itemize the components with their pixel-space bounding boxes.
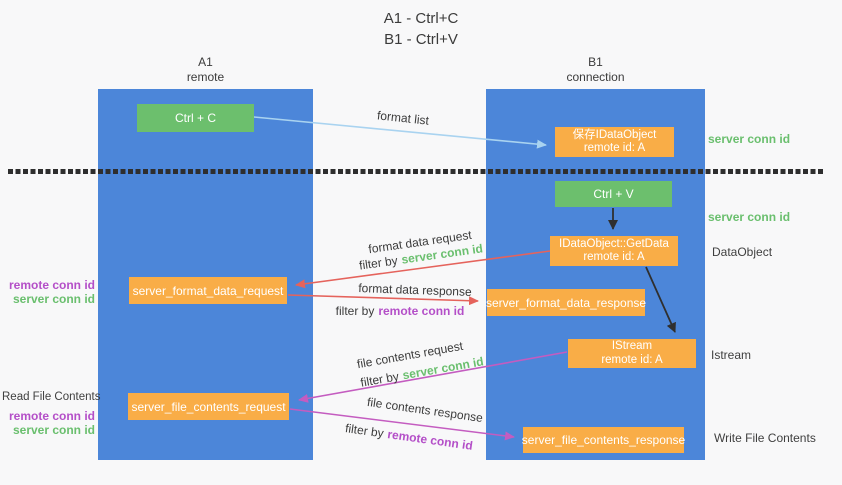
- ctrl-v-label: Ctrl + V: [593, 187, 634, 201]
- left-server-conn-id-label-1: server conn id: [12, 292, 95, 306]
- left-remote-conn-id-label-2: remote conn id: [8, 409, 95, 423]
- write-file-contents-label: Write File Contents: [714, 431, 816, 445]
- left-remote-conn-id-label-1: remote conn id: [8, 278, 95, 292]
- ctrl-c-box: Ctrl + C: [137, 104, 254, 132]
- session-divider-dotted-line: [8, 169, 824, 174]
- server-file-contents-request-box: server_file_contents_request: [128, 393, 289, 420]
- save-idataobject-line2: remote id: A: [583, 142, 646, 154]
- filter-by-text: filter by: [359, 369, 400, 390]
- right-server-conn-id-label-mid: server conn id: [708, 210, 791, 224]
- save-idataobject-box: 保存IDataObject remote id: A: [555, 127, 674, 157]
- column-b1-name: B1: [588, 55, 603, 69]
- ctrl-v-box: Ctrl + V: [555, 181, 672, 207]
- diagram-title: A1 - Ctrl+C B1 - Ctrl+V: [0, 8, 842, 50]
- istream-side-label: Istream: [711, 348, 752, 362]
- column-header-b1: B1 connection: [486, 55, 705, 84]
- save-idataobject-line1: 保存IDataObject: [572, 128, 657, 141]
- data-object-label: DataObject: [712, 245, 773, 259]
- column-header-a1: A1 remote: [98, 55, 313, 84]
- filter-by-text: filter by: [358, 253, 399, 273]
- right-server-conn-id-label-top: server conn id: [708, 132, 791, 146]
- format-data-response-label: format data response: [358, 281, 472, 299]
- server-format-data-response-box: server_format_data_response: [485, 289, 647, 316]
- istream-line2: remote id: A: [601, 353, 663, 366]
- server-file-contents-response-box: server_file_contents_response: [521, 427, 686, 453]
- filter-by-text: filter by: [344, 421, 385, 441]
- server-file-contents-request-label: server_file_contents_request: [131, 399, 286, 414]
- title-line-1: A1 - Ctrl+C: [383, 10, 459, 27]
- idataobject-getdata-box: IDataObject::GetData remote id: A: [550, 236, 678, 266]
- left-server-conn-id-label-2: server conn id: [12, 423, 95, 437]
- istream-box: IStream remote id: A: [568, 339, 696, 368]
- read-file-contents-label: Read File Contents: [2, 391, 101, 403]
- column-a1-name: A1: [198, 55, 213, 69]
- server-format-data-request-box: server_format_data_request: [129, 277, 287, 304]
- server-format-data-request-label: server_format_data_request: [132, 283, 284, 298]
- istream-line1: IStream: [611, 340, 653, 352]
- file-contents-response-label: file contents response: [366, 394, 484, 426]
- remote-conn-id-value: remote conn id: [378, 304, 465, 318]
- server-file-contents-response-label: server_file_contents_response: [521, 433, 686, 447]
- idataobject-getdata-line1: IDataObject::GetData: [559, 237, 669, 250]
- format-list-label: format list: [376, 108, 430, 128]
- column-b1-role: connection: [566, 69, 625, 84]
- remote-conn-id-value: remote conn id: [386, 427, 474, 453]
- idataobject-getdata-line2: remote id: A: [583, 251, 645, 263]
- column-a1-role: remote: [186, 69, 225, 84]
- title-line-2: B1 - Ctrl+V: [384, 31, 458, 48]
- server-format-data-response-label: server_format_data_response: [485, 295, 647, 310]
- filter-by-text: filter by: [335, 304, 375, 318]
- ctrl-c-label: Ctrl + C: [174, 111, 216, 125]
